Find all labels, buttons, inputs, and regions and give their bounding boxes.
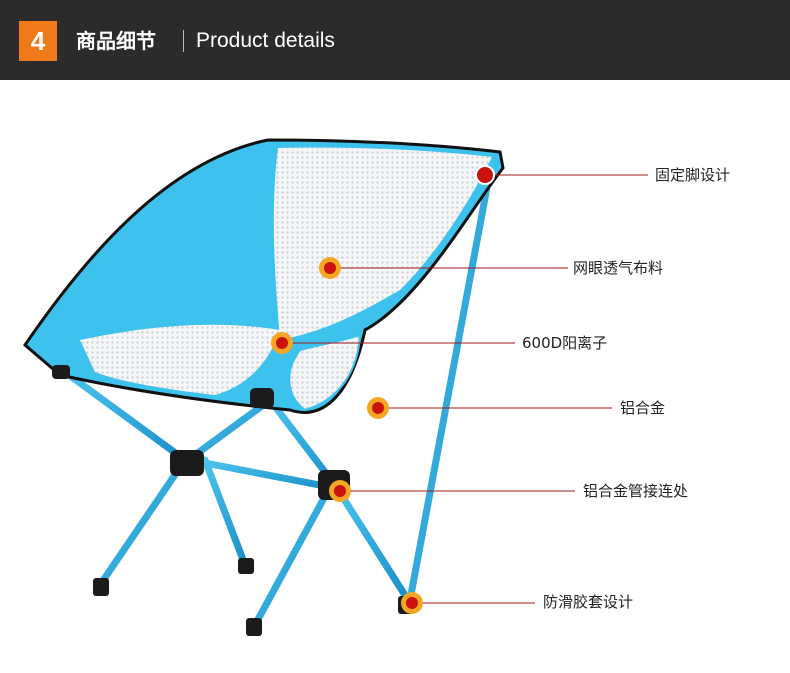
marker-layer <box>271 165 495 614</box>
callout-marker-icon <box>271 332 293 354</box>
section-number-badge: 4 <box>19 21 57 61</box>
callout-label-aluminum: 铝合金 <box>620 399 666 417</box>
callout-marker-icon <box>475 165 495 185</box>
callout-label-fixed-feet: 固定脚设计 <box>655 166 731 184</box>
section-title-chinese: 商品细节 <box>76 29 156 53</box>
mesh-side-pocket <box>288 333 362 412</box>
mesh-seat-panel <box>80 324 280 395</box>
callout-marker-icon <box>367 397 389 419</box>
aluminum-frame <box>61 178 492 629</box>
section-header: 4 商品细节 Product details <box>0 0 790 80</box>
section-title-english: Product details <box>196 29 335 52</box>
product-detail-area: 固定脚设计 网眼透气布料 600D阳离子 铝合金 铝合金管接连处 防滑胶套设计 <box>0 80 790 669</box>
callout-label-antislip-caps: 防滑胶套设计 <box>543 593 634 611</box>
frame-joints <box>52 365 350 500</box>
callout-label-aluminum-joint: 铝合金管接连处 <box>583 482 689 500</box>
callout-marker-icon <box>401 592 423 614</box>
chair-product-image <box>23 138 648 636</box>
callout-marker-icon <box>329 480 351 502</box>
leader-lines <box>282 174 648 604</box>
callout-label-600d-fabric: 600D阳离子 <box>522 334 608 352</box>
title-divider <box>183 30 184 52</box>
callout-marker-icon <box>319 257 341 279</box>
mesh-back-panel <box>273 147 492 340</box>
callout-label-mesh-fabric: 网眼透气布料 <box>573 259 664 277</box>
